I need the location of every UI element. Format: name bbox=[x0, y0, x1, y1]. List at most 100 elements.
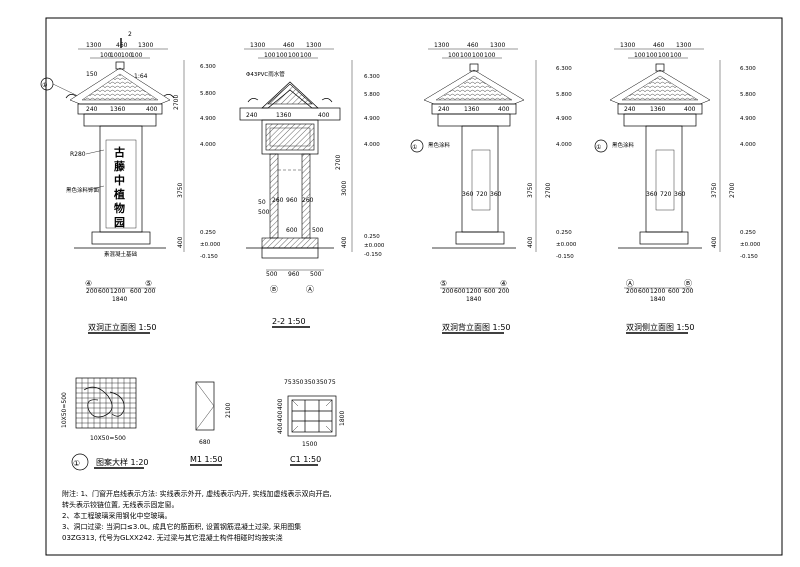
front-side-dim-2: 2700 bbox=[173, 95, 180, 110]
back-level-7: -0.150 bbox=[556, 254, 574, 260]
back-bottom-dim-1: 200 bbox=[442, 288, 454, 295]
side-inner-dim-3: 360 bbox=[674, 191, 686, 198]
side-side-dim-2: 2700 bbox=[729, 183, 736, 198]
back-bottom-dim-2: 600 bbox=[454, 288, 466, 295]
side-axis-2: Ⓑ bbox=[684, 279, 692, 288]
side-top-dim-2: 460 bbox=[653, 42, 665, 49]
window-c1: 75 350 350 350 75 400 400 400 1800 1500 … bbox=[277, 379, 346, 466]
side-pillar bbox=[645, 125, 683, 233]
back-level-2: 5.800 bbox=[556, 92, 572, 98]
window-total-h: 1800 bbox=[339, 411, 346, 426]
side-callout: ① bbox=[596, 144, 601, 151]
side-sub-dim-4: 100 bbox=[670, 52, 682, 59]
front-radius-tag: R280 bbox=[70, 151, 86, 158]
front-axis-1: ④ bbox=[85, 279, 92, 288]
section-level-4: 4.000 bbox=[364, 142, 380, 148]
front-elevation: 2 1300 460 1300 100 100 100 100 150 1:64… bbox=[40, 31, 221, 334]
front-mid-dim-3: 400 bbox=[146, 106, 158, 113]
back-bottom-dim-3: 1200 bbox=[466, 288, 481, 295]
front-top-dim-2: 460 bbox=[116, 42, 128, 49]
back-side-dim-1: 3750 bbox=[527, 183, 534, 198]
window-side-dim-3: 400 bbox=[277, 422, 284, 434]
window-title: C1 1:50 bbox=[290, 455, 321, 464]
section-sub-dim-4: 100 bbox=[300, 52, 312, 59]
note-line-5: 03ZG313, 代号为GLXX242. 无过梁与其它混凝土构件相碰时均按实浇 bbox=[62, 533, 283, 542]
window-total-w: 1500 bbox=[302, 441, 317, 448]
side-bottom-dim-3: 1200 bbox=[650, 288, 665, 295]
section-bottom-dim-2: 960 bbox=[288, 271, 300, 278]
back-mid-dim-1: 240 bbox=[438, 106, 450, 113]
front-char-4: 植 bbox=[113, 187, 125, 201]
side-sub-dim-3: 100 bbox=[658, 52, 670, 59]
door-dim-h: 2100 bbox=[225, 403, 232, 418]
front-sub-dim-2: 100 bbox=[110, 52, 122, 59]
front-foundation-note: 素混凝土基础 bbox=[104, 250, 138, 258]
section-wall-dim-3: 500 bbox=[312, 227, 324, 234]
section-wall-right bbox=[301, 153, 311, 239]
side-inner-dim-1: 360 bbox=[646, 191, 658, 198]
side-sub-dim-1: 100 bbox=[634, 52, 646, 59]
section-level-2: 5.800 bbox=[364, 92, 380, 98]
section-sub-dim-1: 100 bbox=[264, 52, 276, 59]
section-bottom-dim-3: 500 bbox=[310, 271, 322, 278]
side-mid-dim-1: 240 bbox=[624, 106, 636, 113]
section-side-dim-2: 2700 bbox=[335, 155, 342, 170]
front-bottom-dim-3: 1200 bbox=[110, 288, 125, 295]
front-sub-dim-3: 100 bbox=[121, 52, 133, 59]
front-char-5: 物 bbox=[114, 201, 125, 215]
front-side-dim-3: 400 bbox=[177, 236, 184, 248]
window-top-dim-2: 350 bbox=[292, 379, 304, 386]
side-mid-dim-2: 1360 bbox=[650, 106, 665, 113]
front-mid-dim-1: 240 bbox=[86, 106, 98, 113]
side-sub-dim-2: 100 bbox=[646, 52, 658, 59]
side-axis-1: Ⓐ bbox=[626, 279, 634, 288]
front-finish-tag: 黑色涂料饰面 bbox=[66, 186, 100, 194]
front-bottom-total: 1840 bbox=[112, 296, 127, 303]
window-side-dim-1: 400 bbox=[277, 398, 284, 410]
front-top-dim-1: 1300 bbox=[86, 42, 101, 49]
back-level-4: 4.000 bbox=[556, 142, 572, 148]
section-wall-left bbox=[269, 153, 279, 239]
back-level-3: 4.900 bbox=[556, 116, 572, 122]
section-axis-2: Ⓐ bbox=[306, 285, 314, 294]
pattern-title: 图案大样 1:20 bbox=[96, 457, 149, 467]
front-bottom-dim-5: 200 bbox=[144, 288, 156, 295]
front-level-1: 6.300 bbox=[200, 64, 216, 70]
section-top-dim-3: 1300 bbox=[306, 42, 321, 49]
pattern-detail: 10X50=500 10X50=500 ① 图案大样 1:20 bbox=[61, 377, 149, 471]
back-mid-dim-2: 1360 bbox=[464, 106, 479, 113]
front-bottom-dim-2: 600 bbox=[98, 288, 110, 295]
section-level-1: 6.300 bbox=[364, 74, 380, 80]
front-char-3: 中 bbox=[114, 173, 125, 187]
section-axis-1: Ⓑ bbox=[270, 285, 278, 294]
section-inner-dim-1: 260 bbox=[272, 197, 284, 204]
back-elevation: 1300 460 1300 100 100 100 100 240 1360 4… bbox=[410, 42, 577, 334]
side-level-6: ±0.000 bbox=[740, 242, 761, 248]
front-side-dim-1: 3750 bbox=[177, 183, 184, 198]
back-callout-circle bbox=[410, 139, 424, 153]
back-side-dim-3: 400 bbox=[527, 236, 534, 248]
section-sub-dim-3: 100 bbox=[288, 52, 300, 59]
window-top-dim-3: 350 bbox=[304, 379, 316, 386]
note-line-4: 3、洞口过梁: 当洞口≤3.0L, 成具它的筋面积, 设置钢筋混凝土过梁, 采用… bbox=[62, 522, 301, 531]
section-top-dim-1: 1300 bbox=[250, 42, 265, 49]
front-callout: ① bbox=[42, 82, 47, 89]
window-top-dim-1: 75 bbox=[284, 379, 292, 386]
pattern-dim-w: 10X50=500 bbox=[90, 435, 126, 442]
side-level-4: 4.000 bbox=[740, 142, 756, 148]
window-side-dim-2: 400 bbox=[277, 410, 284, 422]
side-level-1: 6.300 bbox=[740, 66, 756, 72]
back-inner-dim-1: 360 bbox=[462, 191, 474, 198]
front-sub-dim-1: 100 bbox=[100, 52, 112, 59]
section-bottom-dim-1: 500 bbox=[266, 271, 278, 278]
front-level-3: 4.900 bbox=[200, 116, 216, 122]
side-bottom-dim-1: 200 bbox=[626, 288, 638, 295]
pattern-dim-h: 10X50=500 bbox=[61, 392, 68, 428]
side-title: 双洞侧立面图 1:50 bbox=[626, 322, 695, 332]
side-inner-dim-2: 720 bbox=[660, 191, 672, 198]
section-level-7: -0.150 bbox=[364, 252, 382, 258]
back-level-5: 0.250 bbox=[556, 230, 572, 236]
front-char-1: 古 bbox=[114, 145, 125, 159]
section-top-dim-2: 460 bbox=[283, 42, 295, 49]
